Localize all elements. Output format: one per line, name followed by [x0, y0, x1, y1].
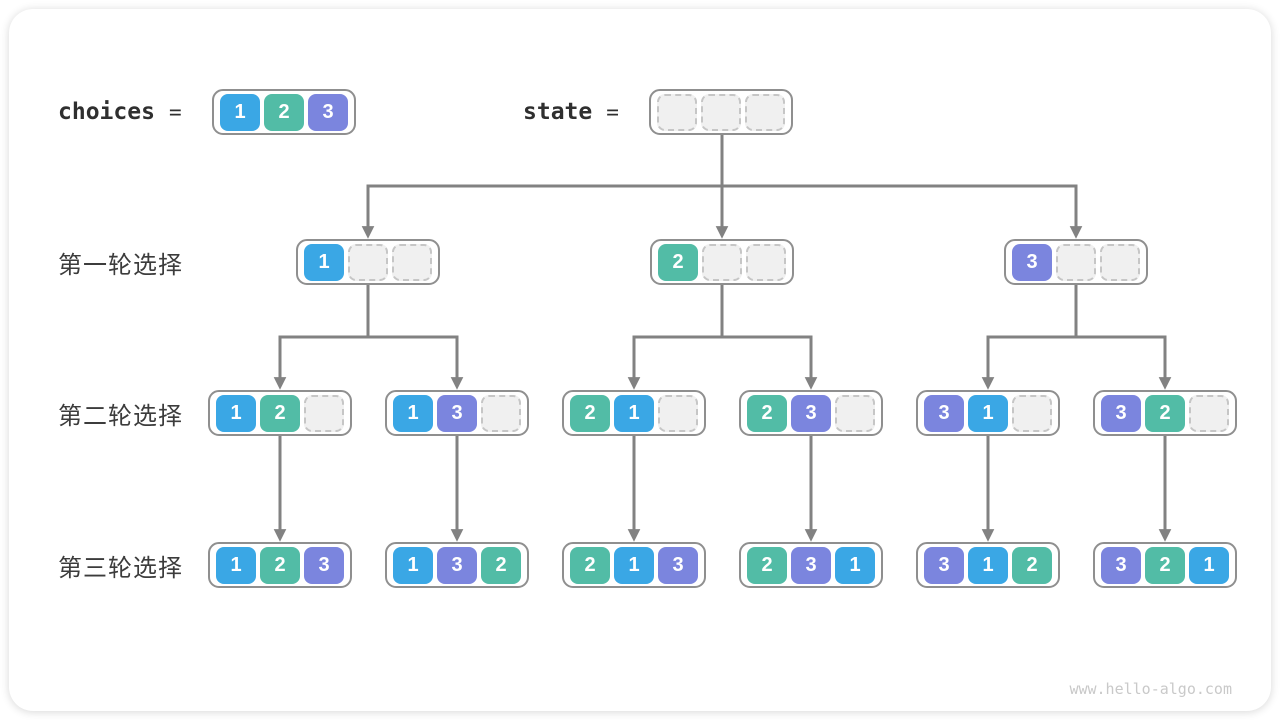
value-cell-3: 3: [1012, 243, 1052, 281]
value-cell-3: 3: [437, 546, 477, 584]
empty-cell: [1056, 243, 1096, 281]
empty-cell: [746, 243, 786, 281]
state-array-root: [649, 89, 793, 135]
card-background: [9, 9, 1271, 711]
value-cell-3: 3: [658, 546, 698, 584]
value-cell-2: 2: [264, 93, 304, 131]
choices-label-group: choices =: [58, 89, 182, 135]
value-cell-1: 1: [1189, 546, 1229, 584]
value-cell-2: 2: [260, 546, 300, 584]
value-cell-1: 1: [835, 546, 875, 584]
value-cell-3: 3: [304, 546, 344, 584]
value-cell-2: 2: [658, 243, 698, 281]
value-cell-2: 2: [1145, 546, 1185, 584]
value-cell-1: 1: [216, 394, 256, 432]
empty-cell: [481, 394, 521, 432]
value-cell-2: 2: [747, 394, 787, 432]
value-cell-3: 3: [924, 546, 964, 584]
value-cell-3: 3: [924, 394, 964, 432]
value-cell-1: 1: [220, 93, 260, 131]
empty-cell: [1100, 243, 1140, 281]
value-cell-2: 2: [747, 546, 787, 584]
watermark: www.hello-algo.com: [1069, 680, 1232, 698]
value-cell-1: 1: [304, 243, 344, 281]
equals-sign: =: [606, 100, 619, 124]
value-cell-2: 2: [260, 394, 300, 432]
state-label-group: state =: [523, 89, 619, 135]
empty-cell: [657, 93, 697, 131]
empty-cell: [348, 243, 388, 281]
empty-cell: [702, 243, 742, 281]
value-cell-2: 2: [1012, 546, 1052, 584]
empty-cell: [304, 394, 344, 432]
value-cell-1: 1: [393, 546, 433, 584]
value-cell-3: 3: [437, 394, 477, 432]
empty-cell: [745, 93, 785, 131]
value-cell-1: 1: [614, 394, 654, 432]
state-node-round1-2: 2: [650, 239, 794, 285]
empty-cell: [835, 394, 875, 432]
value-cell-1: 1: [393, 394, 433, 432]
state-node-round1-3: 3: [1004, 239, 1148, 285]
value-cell-3: 3: [1101, 394, 1141, 432]
state-label: state: [523, 99, 593, 125]
equals-sign: =: [168, 100, 182, 124]
empty-cell: [1012, 394, 1052, 432]
value-cell-2: 2: [570, 546, 610, 584]
value-cell-3: 3: [1101, 546, 1141, 584]
value-cell-1: 1: [968, 394, 1008, 432]
value-cell-2: 2: [1145, 394, 1185, 432]
value-cell-3: 3: [308, 93, 348, 131]
value-cell-1: 1: [216, 546, 256, 584]
round-1-label: 第一轮选择: [58, 251, 183, 279]
value-cell-3: 3: [791, 546, 831, 584]
empty-cell: [658, 394, 698, 432]
round-3-label: 第三轮选择: [58, 554, 183, 582]
value-cell-3: 3: [791, 394, 831, 432]
value-cell-1: 1: [614, 546, 654, 584]
empty-cell: [701, 93, 741, 131]
value-cell-1: 1: [968, 546, 1008, 584]
empty-cell: [1189, 394, 1229, 432]
empty-cell: [392, 243, 432, 281]
value-cell-2: 2: [481, 546, 521, 584]
choices-label: choices: [58, 99, 155, 125]
round-2-label: 第二轮选择: [58, 402, 183, 430]
value-cell-2: 2: [570, 394, 610, 432]
state-node-round1-1: 1: [296, 239, 440, 285]
